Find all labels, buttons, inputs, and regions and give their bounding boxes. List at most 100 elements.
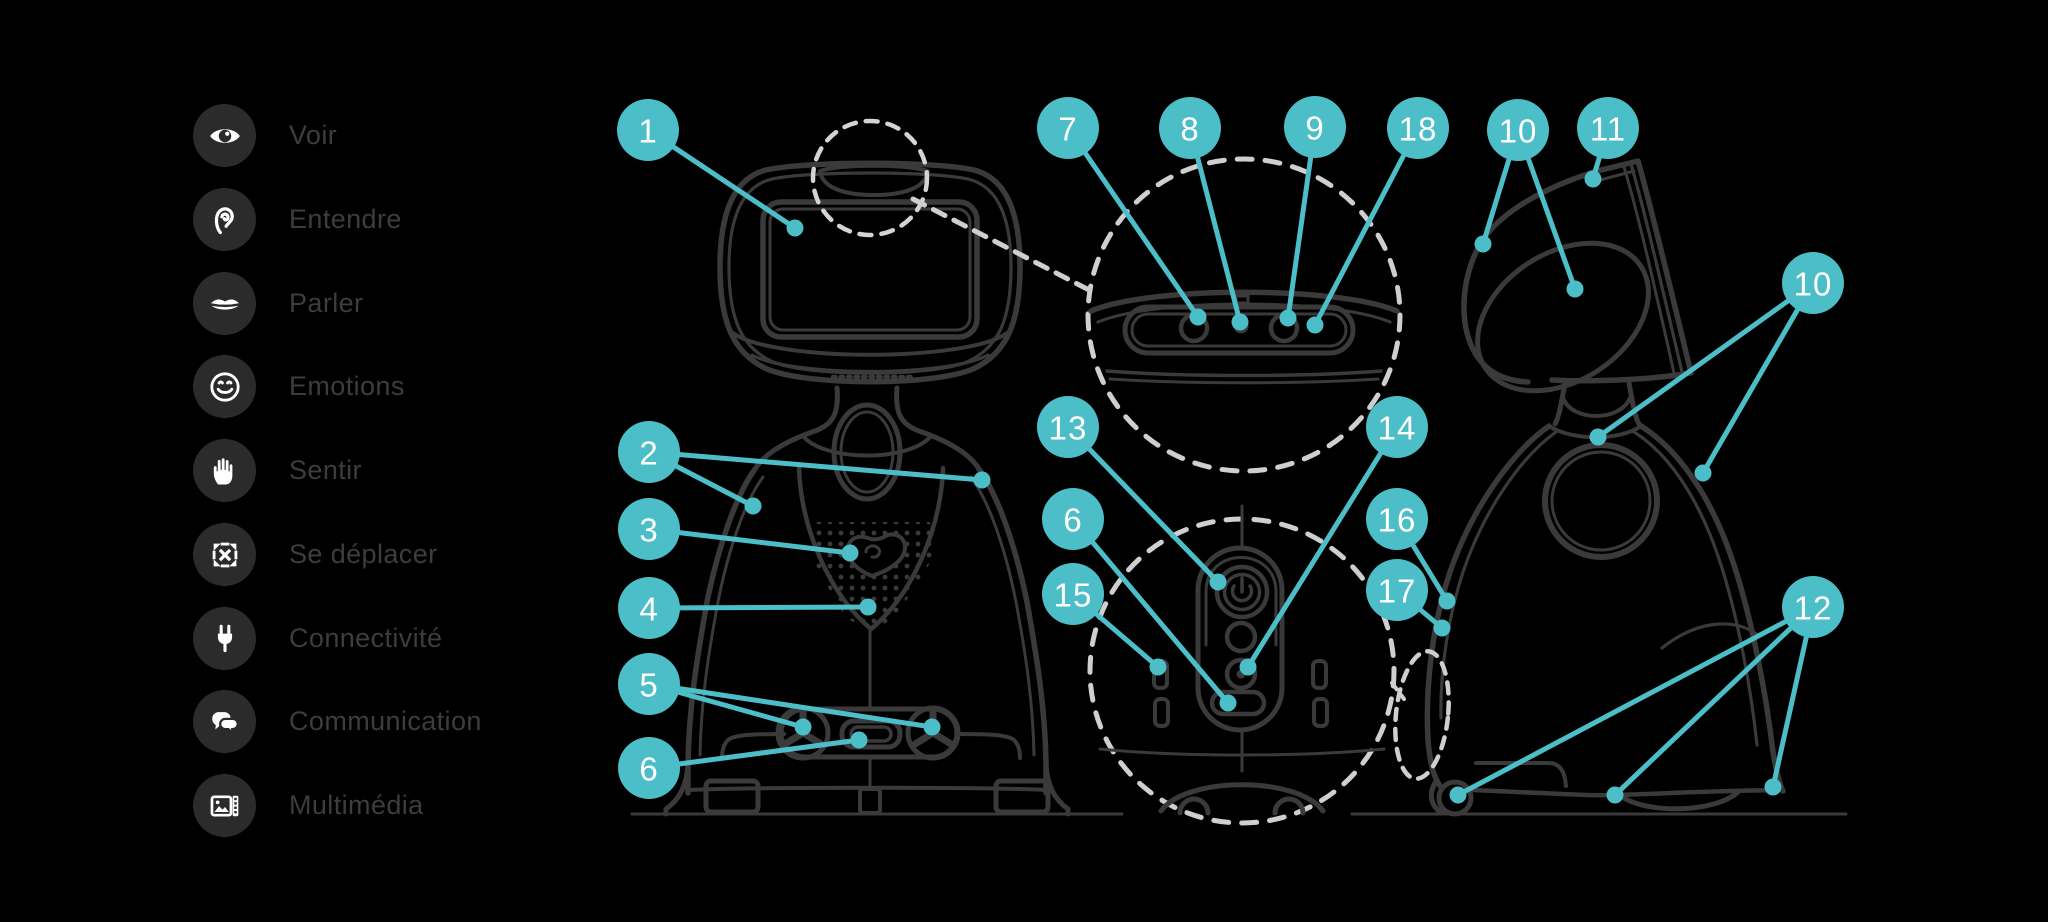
callout-number: 14 (1378, 410, 1417, 447)
head-top-detail-view (1085, 156, 1403, 474)
front-neck-opening (831, 402, 903, 502)
side-highlight-ellipse (1393, 649, 1451, 781)
callout-bubble-5: 5 (618, 653, 680, 715)
leader-dot-12 (1449, 786, 1467, 804)
callout-bubble-2: 2 (618, 421, 680, 483)
callout-number: 7 (1058, 111, 1077, 148)
leader-dot-14 (1239, 658, 1257, 676)
legend-label: Communication (289, 706, 482, 736)
callout-bubble-8: 8 (1159, 97, 1221, 159)
legend-label: Sentir (289, 455, 362, 485)
legend-label: Entendre (289, 204, 402, 234)
sensor-panel (1122, 304, 1356, 356)
side-face (1475, 240, 1651, 394)
leader-dot-12 (1764, 778, 1782, 796)
leader-dot-2 (744, 497, 762, 515)
callout-bubble-10: 10 (1487, 99, 1549, 161)
leader-dot-6 (1219, 694, 1237, 712)
callout-number: 17 (1378, 573, 1417, 610)
back-control-capsule (1195, 545, 1285, 733)
smiley-icon (193, 355, 256, 418)
legend-label: Multimédia (289, 790, 424, 820)
front-head-outline (717, 160, 1023, 385)
leader-dot-7 (1189, 308, 1207, 326)
callout-bubble-14: 14 (1366, 396, 1428, 458)
callout-bubble-6: 6 (1042, 488, 1104, 550)
callout-bubble-1: 1 (617, 99, 679, 161)
callout-number: 8 (1180, 111, 1199, 148)
leader-dot-18 (1306, 316, 1324, 334)
callout-bubble-11: 11 (1577, 97, 1639, 159)
detail-circle-sensors (1085, 156, 1403, 474)
back-panel-detail-view (1087, 504, 1406, 826)
robot-front-view (630, 118, 1124, 817)
legend-item-voir: Voir (193, 104, 337, 167)
charging-port (839, 718, 903, 750)
callout-number: 11 (1590, 111, 1626, 148)
legend-item-multim-dia: Multimédia (193, 774, 424, 837)
front-body-outline (685, 466, 758, 796)
legend-label: Emotions (289, 371, 405, 401)
legend-label: Se déplacer (289, 539, 438, 569)
callout-bubble-18: 18 (1387, 97, 1449, 159)
head-top-highlight-circle (810, 118, 930, 238)
leader-dot-1 (786, 219, 804, 237)
leader-line-6 (648, 737, 860, 771)
callout-bubble-4: 4 (618, 577, 680, 639)
side-screen (1549, 158, 1694, 384)
callout-bubble-13: 13 (1037, 396, 1099, 458)
leader-dot-8 (1231, 313, 1249, 331)
legend-item-communication: Communication (193, 690, 482, 753)
legend-item-entendre: Entendre (193, 188, 402, 251)
callout-number: 4 (639, 591, 658, 628)
callout-number: 16 (1378, 502, 1417, 539)
leader-dot-2 (973, 471, 991, 489)
legend-item-sentir: Sentir (193, 439, 362, 502)
back-vents (1152, 659, 1329, 728)
legend-item-parler: Parler (193, 272, 363, 335)
leader-line-13 (1066, 425, 1220, 584)
callout-bubble-12: 12 (1782, 576, 1844, 638)
media-icon (193, 774, 256, 837)
callout-bubble-16: 16 (1366, 488, 1428, 550)
eye-icon (193, 104, 256, 167)
legend-label: Voir (289, 120, 338, 150)
callout-bubble-10: 10 (1782, 252, 1844, 314)
legend-label: Connectivité (289, 623, 443, 653)
leader-line-8 (1187, 127, 1243, 323)
callout-number: 10 (1794, 266, 1833, 303)
callout-bubble-7: 7 (1037, 97, 1099, 159)
leader-line-18 (1312, 126, 1421, 327)
callout-number: 9 (1305, 110, 1324, 147)
callout-bubble-17: 17 (1366, 559, 1428, 621)
plug-icon (193, 607, 256, 670)
leader-line-3 (648, 526, 851, 556)
callout-number: 18 (1399, 111, 1438, 148)
leader-dot-11 (1584, 170, 1602, 188)
leader-line-10 (1700, 281, 1816, 475)
callout-bubble-3: 3 (618, 498, 680, 560)
callout-number: 1 (638, 113, 657, 150)
leader-dot-3 (841, 544, 859, 562)
leader-dot-6 (850, 731, 868, 749)
leader-dot-15 (1149, 658, 1167, 676)
legend-label: Parler (289, 288, 364, 318)
callout-bubble-15: 15 (1042, 563, 1104, 625)
leader-dot-12 (1606, 786, 1624, 804)
leader-line-12 (1456, 604, 1815, 798)
callout-bubble-6: 6 (618, 737, 680, 799)
leader-line-4 (648, 604, 869, 611)
callout-number: 12 (1794, 590, 1833, 627)
leader-dot-10 (1589, 428, 1607, 446)
callout-number: 10 (1499, 113, 1538, 150)
leader-dot-17 (1433, 619, 1451, 637)
legend-item-se-d-placer: Se déplacer (193, 523, 438, 586)
leader-dot-10 (1566, 280, 1584, 298)
callout-number: 6 (1063, 502, 1082, 539)
power-button (1214, 564, 1270, 620)
leader-dot-5 (923, 718, 941, 736)
chat-icon (193, 690, 256, 753)
callout-number: 2 (639, 435, 658, 472)
callout-number: 5 (639, 667, 658, 704)
